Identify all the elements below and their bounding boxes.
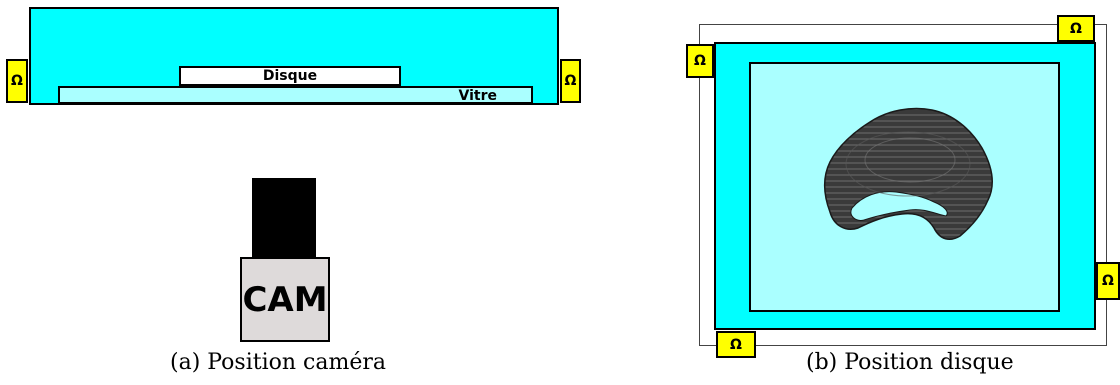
disk-label: Disque xyxy=(262,68,318,84)
caption-b: (b) Position disque xyxy=(806,350,1014,375)
magnet-icon: Ω xyxy=(1057,15,1095,42)
magnet-symbol: Ω xyxy=(1070,20,1082,37)
magnet-symbol: Ω xyxy=(694,53,706,69)
magnet-icon: Ω xyxy=(686,44,714,78)
camera-body: CAM xyxy=(240,257,330,342)
growth-ring xyxy=(864,137,956,183)
disk-hole xyxy=(850,191,948,221)
magnet-symbol: Ω xyxy=(730,336,742,353)
back-frame xyxy=(699,24,1107,346)
camera-lens xyxy=(252,178,316,258)
magnet-icon: Ω xyxy=(6,59,28,103)
magnet-icon: Ω xyxy=(560,59,581,103)
growth-ring xyxy=(845,131,971,197)
magnet-icon: Ω xyxy=(1096,262,1120,300)
magnet-symbol: Ω xyxy=(11,73,23,89)
magnet-symbol: Ω xyxy=(1102,273,1114,289)
caption-a: (a) Position caméra xyxy=(170,350,386,375)
glass-plate: Vitre xyxy=(58,86,533,104)
glass-label: Vitre xyxy=(458,88,497,104)
camera-label: CAM xyxy=(242,279,328,320)
disk: Disque xyxy=(179,66,401,86)
magnet-icon: Ω xyxy=(716,331,756,358)
disk-image xyxy=(824,107,994,241)
magnet-symbol: Ω xyxy=(564,73,577,89)
